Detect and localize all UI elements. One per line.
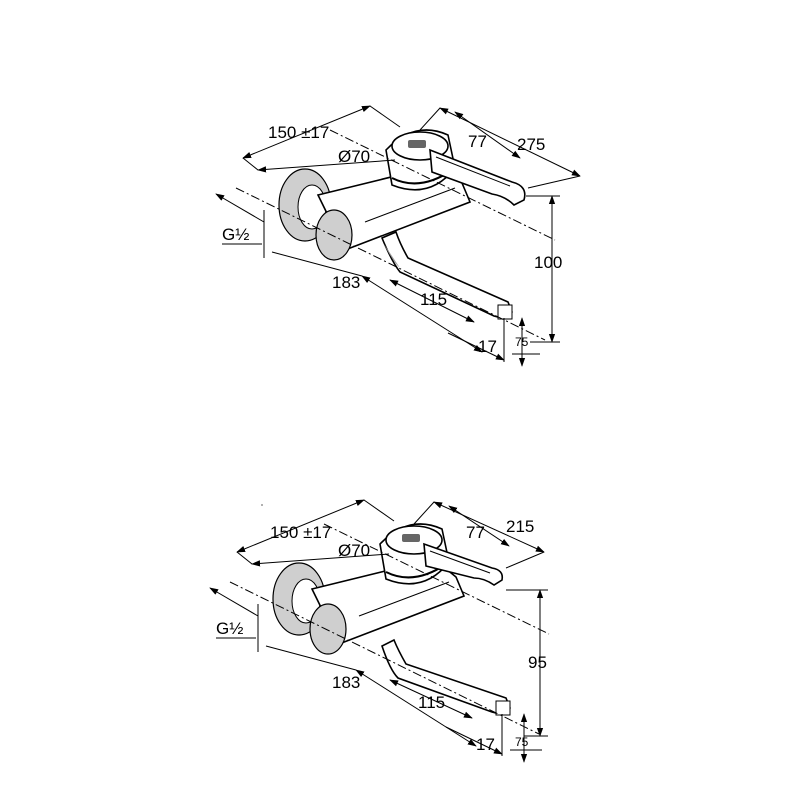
lever-handle: [423, 542, 504, 586]
faucet-drawing-bottom: 150 ±17 Ø70 77 215 G½ 95: [209, 499, 550, 763]
label-total-depth: 215: [506, 517, 534, 536]
label-connection: G½: [216, 619, 243, 638]
dim-small: 75: [512, 317, 540, 367]
dim-width-tol: 150 ±17: [242, 105, 401, 171]
dim-connection: G½: [209, 587, 259, 652]
dim-connection: G½: [215, 193, 265, 258]
label-connection: G½: [222, 225, 249, 244]
label-projection: 183: [332, 273, 360, 292]
dim-width-tol: 150 ±17: [236, 499, 395, 565]
dim-spout-dim: 17: [447, 318, 505, 362]
dim-small: 75: [510, 713, 542, 763]
dim-height: 95: [506, 589, 548, 737]
label-diameter: Ø70: [338, 147, 370, 166]
label-width-tol: 150 ±17: [268, 123, 329, 142]
dim-diameter: Ø70: [251, 541, 390, 567]
label-spout-dim: 17: [476, 735, 495, 754]
faucet-drawing-top: 150 ±17 Ø70 77 275 G½ 100: [215, 105, 581, 367]
speck: [261, 504, 263, 506]
dim-spout-len: 115: [389, 679, 473, 719]
dim-spout-dim: 17: [445, 714, 503, 756]
label-height: 100: [534, 253, 562, 272]
label-diameter: Ø70: [338, 541, 370, 560]
label-projection: 183: [332, 673, 360, 692]
label-lever-len: 77: [466, 523, 485, 542]
label-width-tol: 150 ±17: [270, 523, 331, 542]
label-lever-len: 77: [468, 132, 487, 151]
label-small-dim: 75: [515, 735, 529, 749]
label-spout-len: 115: [418, 693, 445, 712]
dim-height: 100: [526, 195, 562, 343]
dim-projection: 183: [271, 251, 483, 353]
dim-lever-depth: 77 215: [413, 501, 545, 569]
handle-cartridge: [379, 523, 450, 585]
label-spout-dim: 17: [478, 337, 497, 356]
label-total-depth: 275: [517, 135, 545, 154]
label-spout-len: 115: [420, 290, 447, 309]
dim-lever-depth: 77 275: [419, 107, 581, 189]
label-small-dim: 75: [515, 335, 529, 349]
dim-diameter: Ø70: [257, 147, 396, 173]
dim-spout-len: 115: [389, 279, 475, 323]
label-height: 95: [528, 653, 547, 672]
spout: [381, 638, 511, 716]
